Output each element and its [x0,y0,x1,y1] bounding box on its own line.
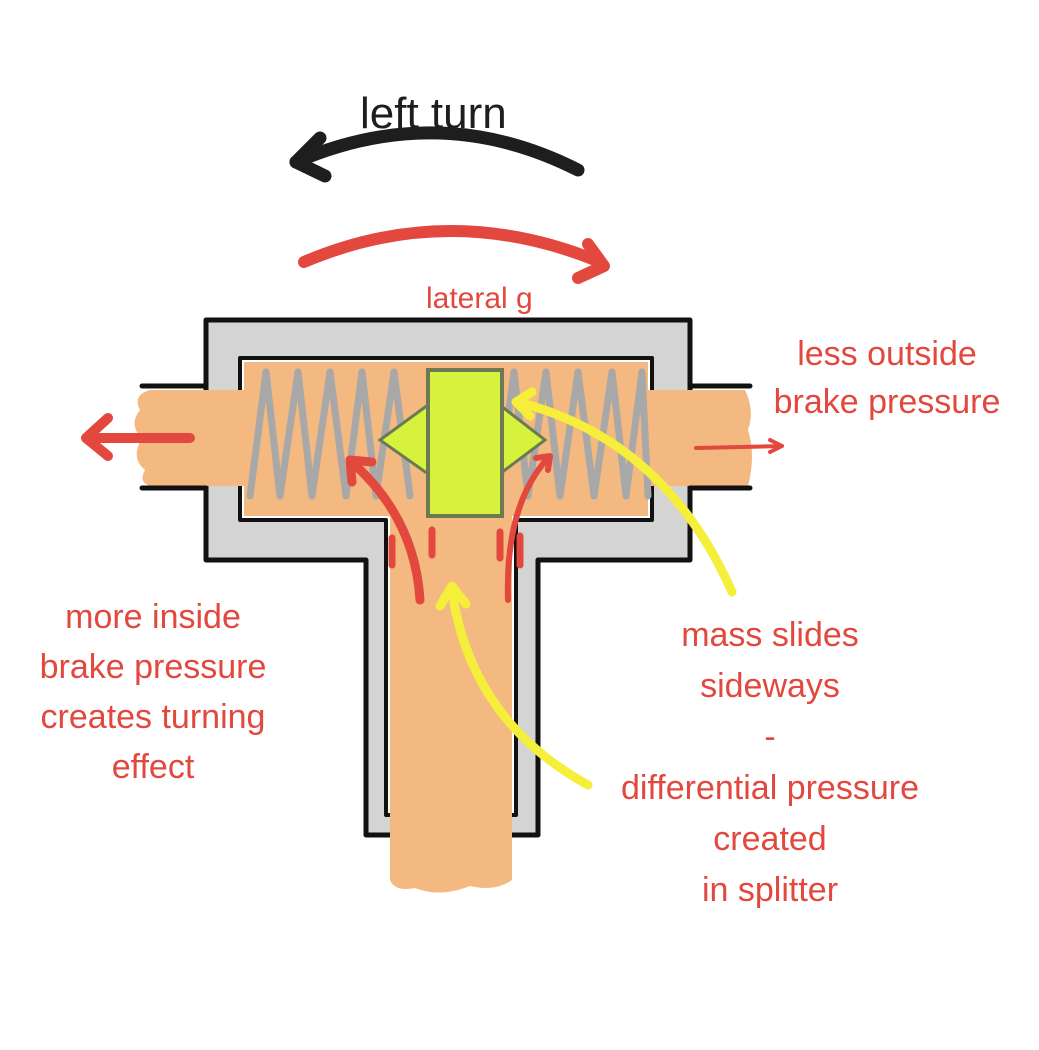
mass-slides-line-5: created [713,820,827,858]
right-outlet-arrow [694,438,784,454]
yellow-arrows [435,387,737,790]
yellow-arrow-mass [513,397,737,597]
right-outlet-shaft [694,444,784,450]
internal-flow-arrows [345,453,553,605]
mass-slides-line-6: in splitter [701,871,839,909]
left-turn-arc [289,126,585,177]
flow-left-curve [350,460,425,605]
more-inside-line-2: brake pressure [39,648,267,686]
left-turn-arrow [289,126,585,183]
outlet-pipes [139,383,753,491]
lateral-g-head [572,238,610,284]
mass-slides-line-2: sideways [700,667,840,705]
yellow-arrow-diff [447,585,593,790]
mass-bar [426,368,504,518]
fluid-inlet [390,516,512,826]
more-inside-line-1: more inside [65,598,241,636]
less-outside-line-1: less outside [797,335,977,373]
right-outlet-head [768,438,784,454]
sliding-mass [377,368,548,518]
lateral-g-label: lateral g [426,282,533,315]
left-turn-head [289,131,332,183]
left-outlet-head [81,413,113,461]
mass-slides-line-4: differential pressure [621,769,919,807]
more-inside-label: more inside brake pressure creates turni… [22,592,284,792]
more-inside-line-4: effect [111,748,195,786]
fluid-right-outlet [648,390,752,486]
lateral-g-arrow [298,225,610,284]
less-outside-line-2: brake pressure [773,383,1001,421]
flow-left-head [345,455,377,487]
flow-right-curve [504,455,551,603]
mass-slides-line-1: mass slides [681,616,859,654]
mass-slides-label: mass slides sideways - differential pres… [590,610,950,916]
diagram-title: left turn [360,89,507,138]
more-inside-line-3: creates turning [40,698,266,736]
left-outlet-arrow [81,413,195,461]
lateral-g-arc [298,225,606,268]
less-outside-label: less outside brake pressure [762,330,1012,426]
mass-slides-line-3: - [764,718,776,756]
flow-right-head [533,453,553,473]
yellow-arrow-mass-head [511,387,537,421]
left-spring [246,368,414,500]
yellow-arrow-diff-head [435,581,471,611]
fluid-inlet-tail [390,820,512,893]
